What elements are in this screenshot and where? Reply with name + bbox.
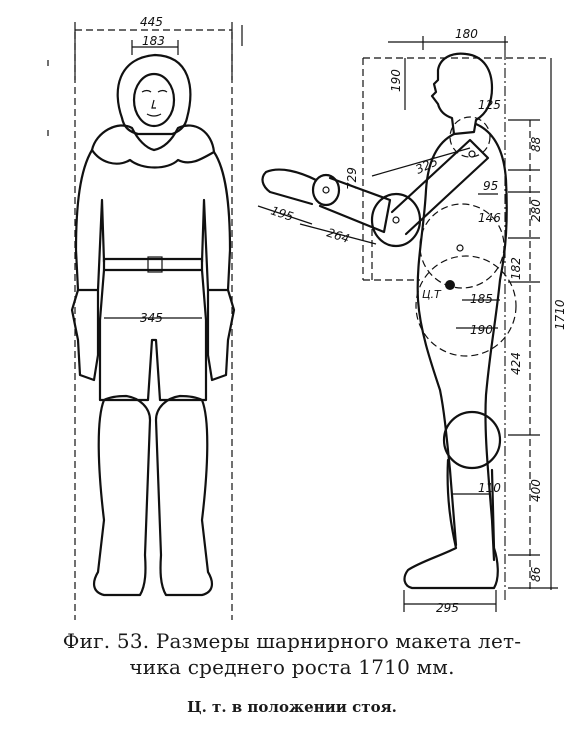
dim-280: 280 [529,199,543,222]
dim-86: 86 [529,566,543,582]
dim-729: 729 [345,167,359,190]
cg-label: Ц.Т [422,288,442,301]
belt [102,257,204,272]
suit-torso [74,148,232,292]
dim-182: 182 [509,257,523,280]
front-view: 445 183 345 [47,15,243,620]
caption-note: Ц. т. в положении стоя. [187,698,397,716]
right-boot [154,394,214,597]
wrist-joint [311,173,341,207]
helmet [116,53,192,136]
forearm [318,176,392,234]
hip-joint-circle [415,255,517,357]
hand [261,168,318,206]
dim-95: 95 [483,179,498,193]
side-head [430,52,494,136]
dim-190-hip: 190 [470,323,493,337]
dim-295: 295 [436,601,459,615]
center-of-gravity-marker [445,280,455,290]
knee-circle [442,410,502,470]
right-glove [206,288,236,382]
belt-buckle [147,256,163,273]
dim-180: 180 [455,27,478,41]
side-front-contour [416,132,458,547]
upper-arm [390,138,490,236]
caption-line-2: чика среднего роста 1710 мм. [129,655,455,679]
dim-88: 88 [529,136,543,152]
dim-146: 146 [478,211,501,225]
mannequin-diagram: 445 183 345 1 [47,15,567,620]
face [132,72,176,128]
side-back-contour [474,122,508,562]
extended-arm: 325 264 195 729 [257,138,490,248]
dim-345: 345 [140,311,163,325]
trousers [98,268,208,402]
fur-collar [90,124,216,169]
elbow-joint [370,192,422,248]
face-features [141,89,168,117]
caption-line-1: Фиг. 53. Размеры шарнирного макета лет- [62,629,522,653]
dim-424: 424 [509,352,523,375]
left-glove [70,288,100,382]
dim-400: 400 [529,479,543,502]
figure-caption: Фиг. 53. Размеры шарнирного макета лет- … [0,628,584,680]
dim-185: 185 [470,292,493,306]
side-boot [403,458,499,590]
dim-264: 264 [325,226,351,246]
dim-110: 110 [478,481,501,495]
left-boot [92,394,152,597]
dim-195: 195 [269,204,295,224]
side-view: 180 190 88 280 182 424 1710 400 86 125 [257,27,567,615]
dim-1710: 1710 [553,299,567,330]
dim-190: 190 [389,69,403,92]
shoulder-joint-circle [449,116,491,158]
dim-183: 183 [142,34,165,48]
dim-445: 445 [140,15,163,29]
dim-125: 125 [478,98,501,112]
torso-joint-circle [419,203,505,289]
